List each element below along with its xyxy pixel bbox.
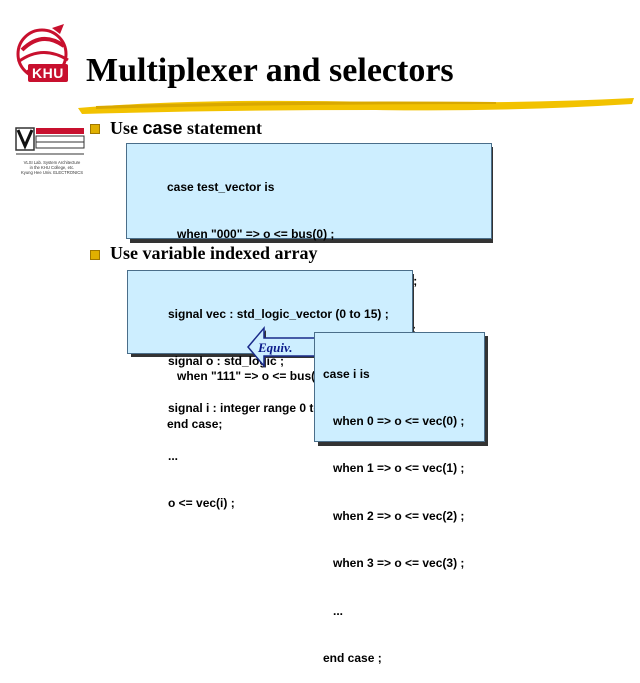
khu-emblem-icon [16,24,69,80]
code-box-equivalent-case: case i is when 0 => o <= vec(0) ; when 1… [314,332,485,665]
title-underline-brush [78,98,634,114]
vlsi-lab-logo-icon [15,127,85,155]
bullet-marker [90,124,100,134]
bullet-marker [90,250,100,260]
equiv-label: Equiv. [258,340,293,355]
slide-title: Multiplexer and selectors [86,52,454,89]
bullet-variable-indexed-array: Use variable indexed array [110,243,318,263]
lab-caption: VLSI Lab. System Architecture in the KHU… [20,160,84,175]
khu-logo-text: KHU [28,64,68,82]
bullet-keyword: case [142,118,183,138]
code-box-case-statement: case test_vector is when "000" => o <= b… [126,143,492,431]
bullet-case-statement: Use case statement [110,118,263,138]
khu-logo [8,20,78,100]
